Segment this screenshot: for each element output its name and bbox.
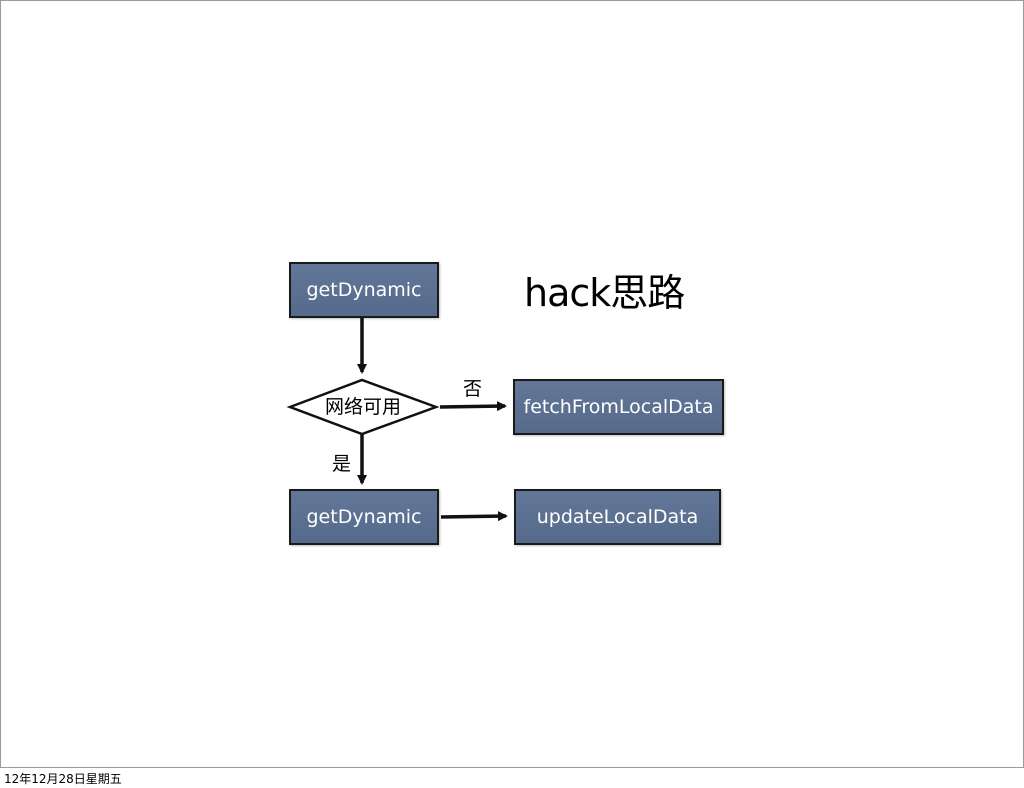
edge-label-yes: 是 — [332, 453, 352, 475]
node-get-dynamic-bottom: getDynamic — [289, 489, 439, 545]
diagram-title: hack思路 — [524, 271, 685, 315]
node-get-dynamic-top-label: getDynamic — [306, 279, 422, 301]
decision-label: 网络可用 — [324, 396, 401, 418]
arrow-bottom-to-update — [440, 511, 508, 522]
node-update-local-data: updateLocalData — [514, 489, 721, 545]
footer-timestamp: 12年12月28日星期五 — [4, 772, 122, 786]
node-fetch-from-local-data-label: fetchFromLocalData — [523, 396, 714, 418]
decision-diamond — [286, 378, 440, 436]
footer-bar: 12年12月28日星期五 — [0, 768, 1024, 788]
slide-canvas — [0, 0, 1024, 768]
node-update-local-data-label: updateLocalData — [536, 506, 699, 528]
node-fetch-from-local-data: fetchFromLocalData — [513, 379, 724, 435]
node-get-dynamic-bottom-label: getDynamic — [306, 506, 422, 528]
edge-label-no: 否 — [463, 378, 483, 400]
arrow-decision-to-fetch — [439, 401, 507, 412]
node-get-dynamic-top: getDynamic — [289, 262, 439, 318]
